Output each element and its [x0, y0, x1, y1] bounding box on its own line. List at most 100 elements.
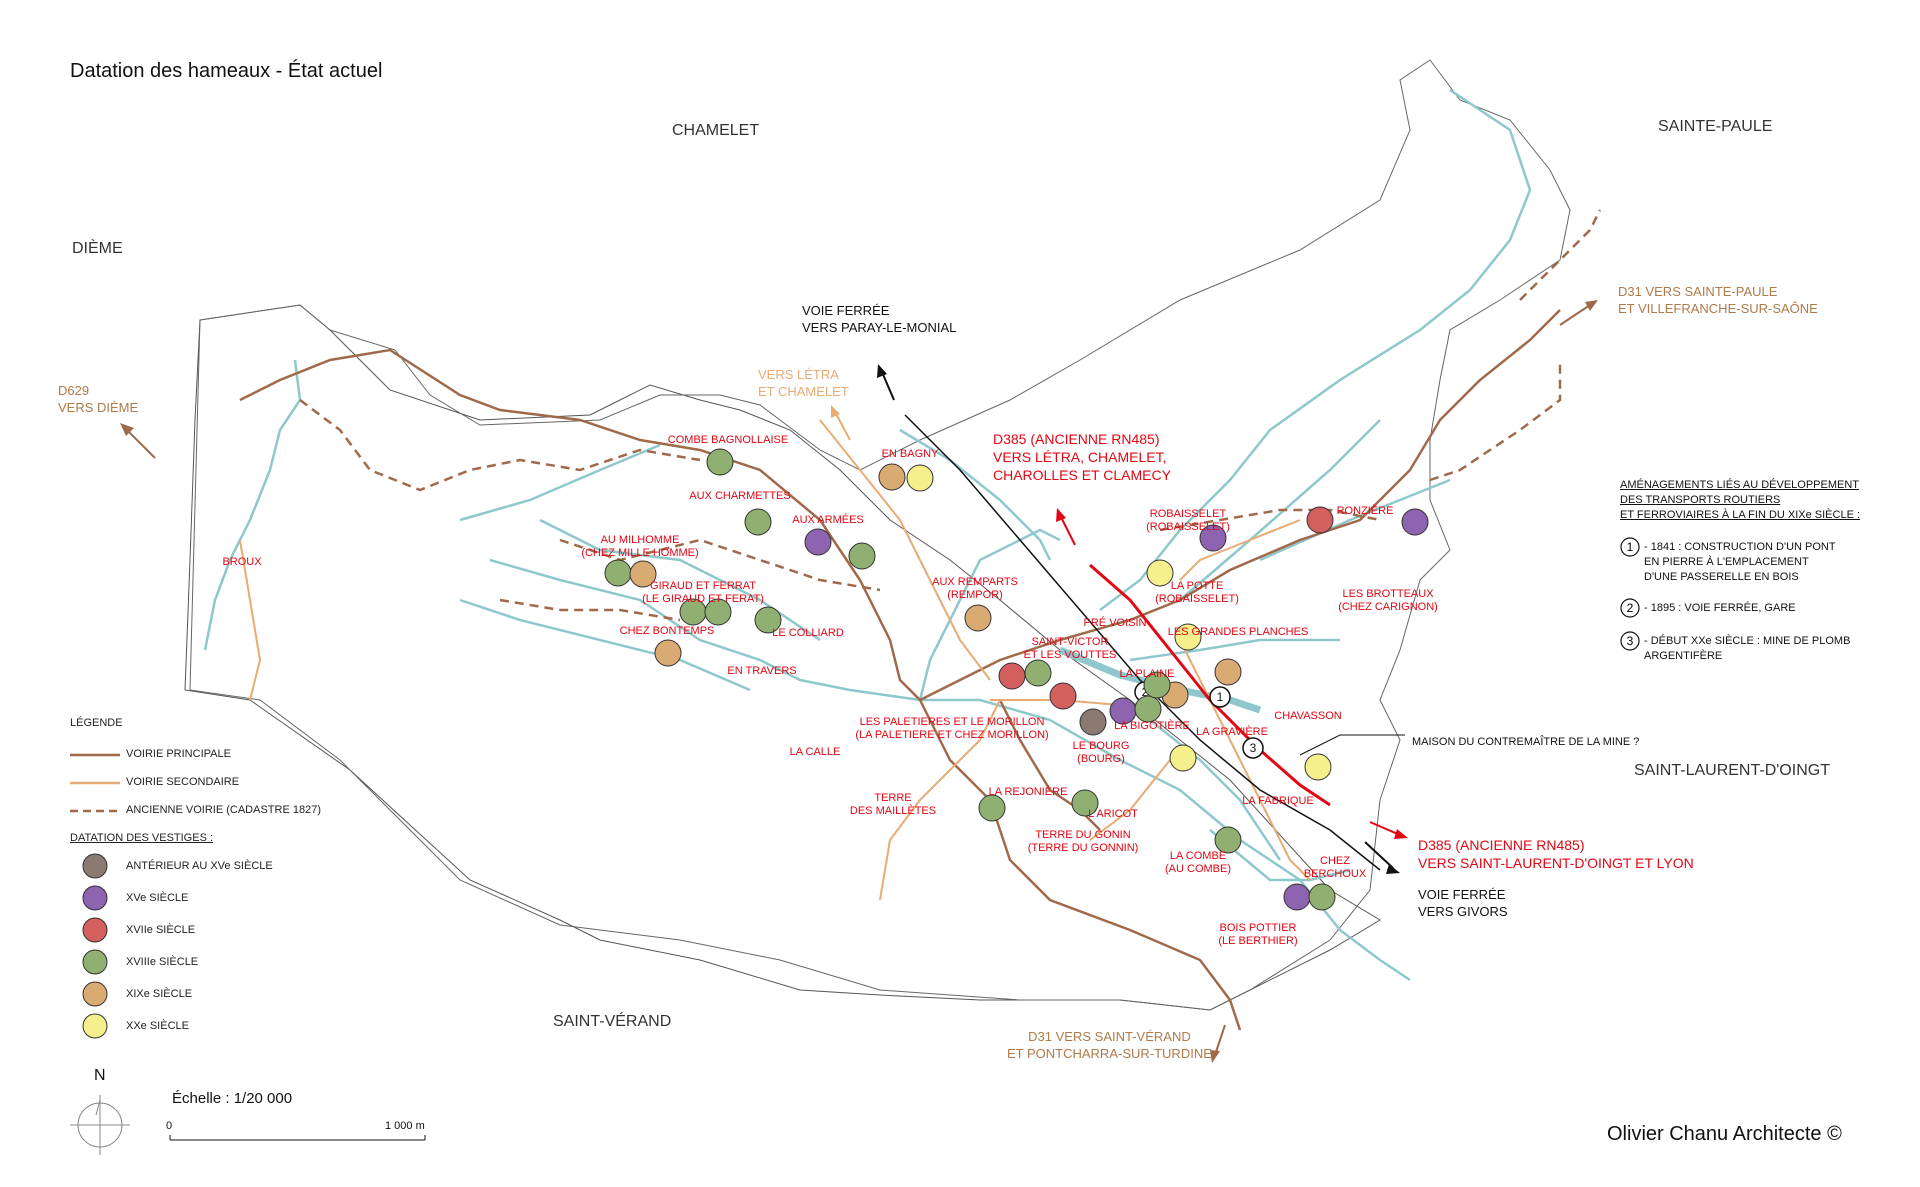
notes-heading-line3: ET FERROVIAIRES À LA FIN DU XIXe SIÈCLE …: [1620, 509, 1861, 521]
place-label-rejoniere: LA REJONIÈRE: [989, 786, 1068, 799]
label-d385-north-line1: D385 (ANCIENNE RN485): [993, 431, 1160, 447]
label-d385-north-line3: CHAROLLES ET CLAMECY: [993, 467, 1171, 483]
hamlet-dot: [804, 528, 832, 556]
label-letra-line2: ET CHAMELET: [758, 384, 849, 399]
map-title: Datation des hameaux - État actuel: [70, 60, 383, 82]
place-label-calle: LA CALLE: [790, 746, 841, 759]
place-label-giraud-line1: GIRAUD ET FERRAT: [650, 580, 756, 592]
hamlet-dot: [754, 606, 782, 634]
legend-dating-heading: DATATION DES VESTIGES :: [70, 832, 214, 844]
hamlet-dot: [1174, 623, 1202, 651]
legend-symbols: [70, 753, 120, 813]
label-d629-line1: D629: [58, 383, 90, 398]
hamlet-dot: [1134, 695, 1162, 723]
label-d385-north: D385 (ANCIENNE RN485) VERS LÉTRA, CHAMEL…: [993, 430, 1171, 484]
hamlet-dot: [964, 604, 992, 632]
hamlet-dot: [1401, 508, 1429, 536]
label-rail-south: VOIE FERRÉE VERS GIVORS: [1418, 886, 1508, 920]
label-d31-south-line2: ET PONTCHARRA-SUR-TURDINE: [1007, 1046, 1212, 1061]
legend-dot-4: [82, 981, 108, 1007]
place-label-combe-line1: COMBE BAGNOLLAISE: [667, 434, 789, 446]
hamlet-dot: [1169, 744, 1197, 772]
place-label-colliard-line1: LE COLLIARD: [772, 627, 844, 639]
legend-dating-0: ANTÉRIEUR AU XVe SIÈCLE: [126, 860, 273, 872]
svg-text:2: 2: [1627, 601, 1634, 615]
label-d31-ne-line1: D31 VERS SAINTE-PAULE: [1618, 284, 1778, 299]
place-label-potte-line2: (ROBAISSELET): [1155, 593, 1239, 605]
primary-roads: [239, 309, 1561, 1031]
place-label-charmettes-line1: AUX CHARMETTES: [689, 490, 791, 502]
place-label-broux-line1: BROUX: [222, 556, 262, 568]
label-rail-south-line2: VERS GIVORS: [1418, 904, 1508, 919]
hamlet-dot: [604, 559, 632, 587]
place-label-plaine-line1: LA PLAINE: [1119, 668, 1175, 680]
commune-chamelet: CHAMELET: [672, 122, 760, 139]
hamlet-dating-dots: [604, 448, 1429, 911]
place-label-rejoniere-line1: LA REJONIÈRE: [988, 786, 1068, 798]
svg-text:3: 3: [1627, 634, 1634, 648]
legend-dating-1: XVe SIÈCLE: [126, 892, 189, 904]
label-d385-south: D385 (ANCIENNE RN485) VERS SAINT-LAURENT…: [1418, 836, 1694, 872]
note-3-line1: - DÉBUT XXe SIÈCLE : MINE DE PLOMB: [1644, 635, 1851, 647]
secondary-roads: [239, 419, 1311, 901]
hamlet-dot: [848, 542, 876, 570]
hamlet-dot: [1214, 826, 1242, 854]
legend-dating-4: XIXe SIÈCLE: [126, 988, 193, 1000]
hamlet-dot: [1049, 682, 1077, 710]
hamlet-dot: [978, 794, 1006, 822]
north-label: N: [94, 1067, 106, 1084]
place-label-giraud: GIRAUD ET FERRAT(LE GIRAUD ET FERAT): [642, 580, 764, 606]
label-rail-south-line1: VOIE FERRÉE: [1418, 887, 1506, 902]
hamlet-dot: [654, 639, 682, 667]
map-number-markers: 1 2 3: [1134, 681, 1264, 759]
hamlet-dot: [706, 448, 734, 476]
hamlet-dot: [1146, 559, 1174, 587]
label-d385-south-line1: D385 (ANCIENNE RN485): [1418, 837, 1585, 853]
scale-start: 0: [166, 1120, 173, 1132]
place-label-aricot-line1: L'ARICOT: [1088, 808, 1138, 820]
commune-dieme: DIÈME: [72, 240, 123, 257]
place-label-remparts-line2: (REMPOR): [947, 589, 1003, 601]
legend-road-secondary: VOIRIE SECONDAIRE: [126, 776, 240, 788]
old-roads: [299, 209, 1602, 622]
place-label-brotteaux-line1: LES BROTTEAUX: [1342, 588, 1434, 600]
place-label-boispottier-line1: BOIS POTTIER: [1219, 922, 1297, 934]
commune-sainte-paule: SAINTE-PAULE: [1658, 118, 1773, 135]
place-label-colliard: LE COLLIARD: [772, 627, 844, 640]
notes-heading: AMÉNAGEMENTS LIÉS AU DÉVELOPPEMENT DES T…: [1620, 478, 1860, 523]
label-d629-line2: VERS DIÈME: [58, 400, 139, 415]
note-1: - 1841 : CONSTRUCTION D'UN PONT EN PIERR…: [1644, 540, 1836, 585]
legend-heading: LÉGENDE: [70, 717, 123, 729]
place-label-charmettes: AUX CHARMETTES: [689, 490, 790, 503]
commune-boundary-outer: [189, 59, 1571, 1011]
hamlet-dot: [1071, 789, 1099, 817]
place-label-bigotiere: LA BIGOTIÈRE: [1114, 720, 1190, 733]
note-3: - DÉBUT XXe SIÈCLE : MINE DE PLOMB ARGEN…: [1644, 634, 1850, 664]
place-label-robaisselet-line2: (ROBAISSELET): [1146, 521, 1230, 533]
place-label-fabrique: LA FABRIQUE: [1242, 795, 1314, 808]
place-label-bontemps-line1: CHEZ BONTEMPS: [619, 625, 715, 637]
place-label-boispottier-line2: (LE BERTHIER): [1218, 935, 1298, 947]
label-d31-south-line1: D31 VERS SAINT-VÉRAND: [1028, 1029, 1191, 1044]
legend-dot-3: [82, 949, 108, 975]
place-label-robaisselet: ROBAISSELET(ROBAISSELET): [1146, 508, 1230, 534]
place-label-combe2-line2: (AU COMBE): [1165, 863, 1231, 875]
place-label-gonin-line1: TERRE DU GONIN: [1035, 829, 1131, 841]
place-label-milhomme-line2: (CHEZ MILLE HOMME): [581, 547, 699, 559]
label-d31-ne: D31 VERS SAINTE-PAULE ET VILLEFRANCHE-SU…: [1618, 283, 1818, 317]
hamlet-dot: [629, 560, 657, 588]
place-label-graviere-line1: LA GRAVIÈRE: [1196, 726, 1268, 738]
credit: Olivier Chanu Architecte ©: [1607, 1123, 1842, 1145]
maison-leader: [1299, 734, 1405, 756]
svg-text:3: 3: [1250, 741, 1257, 755]
direction-arrows: [120, 300, 1598, 1063]
place-label-potte: LA POTTE(ROBAISSELET): [1155, 580, 1239, 606]
commune-boundary: [184, 304, 1381, 1011]
place-label-robaisselet-line1: ROBAISSELET: [1149, 508, 1227, 520]
place-label-gonin: TERRE DU GONIN(TERRE DU GONNIN): [1028, 829, 1139, 855]
hamlet-dot: [1214, 658, 1242, 686]
place-label-chavasson-line1: CHAVASSON: [1274, 710, 1342, 722]
place-label-prevoisin: PRÉ VOISIN: [1084, 617, 1147, 630]
place-label-berchoux-line2: BERCHOUX: [1303, 868, 1367, 880]
legend-dot-2: [82, 917, 108, 943]
